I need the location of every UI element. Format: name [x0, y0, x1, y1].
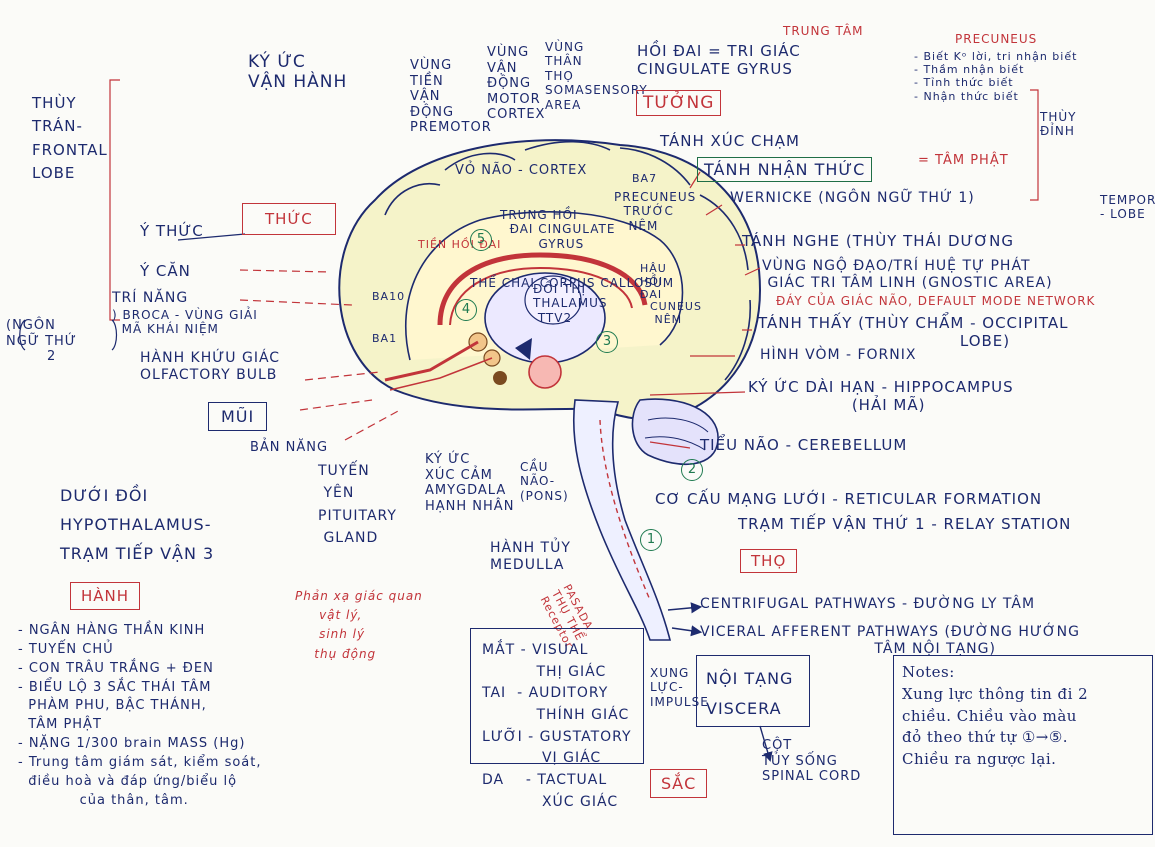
label-cingulate-inner: TRUNG HỒI ĐAI CINGULATE GYRUS	[500, 208, 615, 251]
label-premotor: VÙNG TIỀN VẬN ĐỘNG PREMOTOR	[410, 58, 492, 136]
label-viscera: NỘI TẠNG VISCERA	[706, 664, 793, 725]
label-tam-phat: = TÂM PHẬT	[918, 153, 1009, 169]
label-tho-box: THỌ	[740, 549, 797, 573]
label-consciousness-box: TÁNH NHẬN THỨC	[697, 157, 872, 182]
badge-5: 5	[470, 228, 492, 251]
label-ba1: BA1	[372, 332, 397, 345]
label-visceral: VICERAL AFFERENT PATHWAYS (ĐƯỜNG HƯỚNG T…	[700, 624, 1080, 658]
label-vo-nao: VỎ NÃO - CORTEX	[455, 163, 587, 179]
label-precuneus-title: PRECUNEUS	[955, 32, 1037, 46]
label-default-mode: ĐÁY CỦA GIÁC NÃO, DEFAULT MODE NETWORK	[776, 294, 1095, 308]
label-fornix: HÌNH VÒM - FORNIX	[760, 347, 916, 364]
badge-3: 3	[596, 330, 618, 353]
label-pons: CẦU NÃO- (PONS)	[520, 460, 569, 503]
label-hearing: TÁNH NGHE (THÙY THÁI DƯƠNG	[742, 232, 1014, 250]
label-motor: VÙNG VẬN ĐỘNG MOTOR CORTEX	[487, 45, 545, 123]
label-spinal-cord: CỘT TỦY SỐNG SPINAL CORD	[762, 738, 861, 785]
label-centrifugal: CENTRIFUGAL PATHWAYS - ĐƯỜNG LY TÂM	[700, 596, 1035, 613]
label-y-can: Ý CĂN	[140, 262, 191, 280]
label-gnostic: VÙNG NGỘ ĐẠO/TRÍ HUỆ TỰ PHÁT GIÁC TRI TÂ…	[762, 258, 1053, 292]
label-cerebellum: TIỂU NÃO - CEREBELLUM	[700, 436, 907, 454]
label-temporal: TEMPORAL - LOBE	[1100, 193, 1155, 222]
label-hypothalamus: DƯỚI ĐỒI HYPOTHALAMUS- TRẠM TIẾP VẬN 3	[60, 482, 214, 568]
badge-2: 2	[681, 458, 703, 481]
label-thuc-box: THỨC	[242, 203, 336, 235]
label-thalamus: ĐỒI THỊ THALAMUS TTV2	[533, 282, 608, 325]
badge-1: 1	[640, 528, 662, 551]
label-sac-box: SẮC	[650, 769, 707, 798]
label-reticular: CƠ CẤU MẠNG LƯỚI - RETICULAR FORMATION	[655, 490, 1042, 508]
label-hippocampus: KÝ ỨC DÀI HẠN - HIPPOCAMPUS (HẢI MÃ)	[748, 378, 1014, 414]
label-tuong-box: TƯỞNG	[636, 90, 721, 116]
cerebellum-shape	[632, 399, 718, 464]
label-ngon-ngu: (NGÔN NGỮ THỨ 2	[6, 318, 77, 365]
label-phan-xa: Phản xạ giác quan vật lý, sinh lý thụ độ…	[295, 587, 423, 664]
badge-4: 4	[455, 298, 477, 321]
label-hau-hoi-dai: HẬU HỒI ĐAI	[640, 262, 667, 302]
label-touch: TÁNH XÚC CHẠM	[660, 132, 800, 150]
label-precuneus-notes: - Biết Kᵒ lời, tri nhận biết - Thầm nhận…	[914, 50, 1077, 103]
label-thuy-dinh: THÙY ĐỈNH	[1040, 110, 1076, 139]
label-ban-nang: BẢN NĂNG	[250, 440, 328, 456]
label-tri-nang: TRÍ NĂNG	[112, 290, 188, 307]
label-relay: TRẠM TIẾP VẬN THỨ 1 - RELAY STATION	[738, 515, 1071, 533]
label-wernicke: WERNICKE (NGÔN NGỮ THỨ 1)	[730, 190, 975, 207]
notes-text: Notes: Xung lực thông tin đi 2 chiều. Ch…	[902, 662, 1088, 771]
label-olfactory: HÀNH KHỨU GIÁC OLFACTORY BULB	[140, 350, 280, 384]
label-cingulate: HỒI ĐAI = TRI GIÁC CINGULATE GYRUS	[637, 42, 801, 78]
label-precuneus-inner: PRECUNEUS TRƯỚC NÊM	[614, 190, 696, 233]
label-y-thuc: Ý THỨC	[140, 222, 204, 240]
label-somasensory: VÙNG THÂN THỌ SOMASENSORY AREA	[545, 40, 648, 112]
label-amygdala: KÝ ỨC XÚC CẢM AMYGDALA HẠNH NHÂN	[425, 452, 514, 514]
label-cuneus: CUNEUS NÊM	[650, 300, 702, 326]
label-pituitary: TUYẾN YÊN PITUITARY GLAND	[318, 460, 397, 550]
label-ba7: BA7	[632, 172, 657, 185]
label-senses: MẮT - VISUAL THỊ GIÁC TAI - AUDITORY THÍ…	[482, 640, 632, 814]
label-trung-tam: TRUNG TÂM	[783, 24, 864, 38]
label-mui-box: MŨI	[208, 402, 267, 431]
label-frontal-lobe: THÙY TRÁN- FRONTAL LOBE	[32, 92, 108, 185]
label-vision: TÁNH THẤY (THÙY CHẨM - OCCIPITAL LOBE)	[758, 314, 1069, 350]
label-hanh-list: - NGÂN HÀNG THẦN KINH - TUYẾN CHỦ - CON …	[18, 622, 262, 810]
label-medulla: HÀNH TỦY MEDULLA	[490, 540, 571, 574]
label-ky-uc-van-hanh: KÝ ỨC VẬN HÀNH	[248, 52, 347, 93]
label-ba10: BA10	[372, 290, 405, 303]
label-broca: ) BROCA - VÙNG GIẢI MÃ KHÁI NIỆM	[112, 308, 258, 337]
pituitary-node	[529, 356, 561, 388]
label-hanh-box: HÀNH	[70, 582, 140, 610]
